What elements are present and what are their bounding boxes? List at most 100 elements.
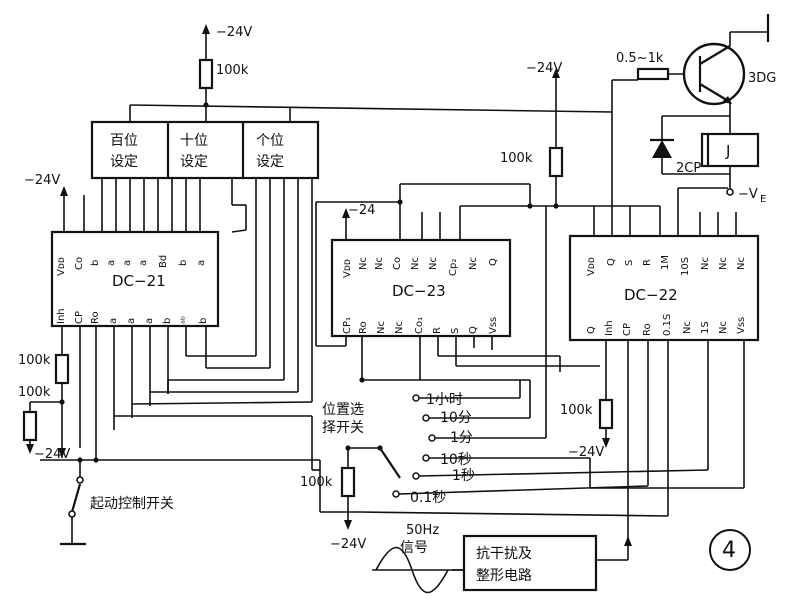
dc23-pin-bot-6: S <box>450 328 461 334</box>
supply-label-dc23: −24 <box>348 203 375 218</box>
dc21-pin-bot-2: Ro <box>90 311 101 324</box>
selector-opt-4: 1秒 <box>452 468 475 484</box>
dc22-pin-bot-7: Nc <box>718 321 729 334</box>
diode-label: 2CP <box>676 161 701 176</box>
dc23-pin-bot-4: Co₁ <box>414 317 425 334</box>
dc22-pin-top-0: Vᴅᴅ <box>586 257 597 276</box>
dc21-name: DC−21 <box>112 272 166 290</box>
dc21-pin-top-2: b <box>90 260 101 266</box>
dc21-pin-bot-5: a <box>144 318 155 324</box>
dc22-pin-top-6: Nc <box>700 257 711 270</box>
selector-opt-3: 10秒 <box>440 452 472 468</box>
dc23-pin-top-0: Vᴅᴅ <box>342 259 353 278</box>
relay-driver: 0.5~1k 3DG 2CP J −V E <box>616 14 776 205</box>
resistor-top-label: 100k <box>216 63 249 78</box>
transistor-label: 3DG <box>748 71 776 86</box>
dc22-pin-top-2: S <box>624 260 635 266</box>
selector-title-line1: 位置选 <box>322 402 364 418</box>
figure-number: 4 <box>709 529 751 571</box>
resistor-left-2 <box>22 410 38 442</box>
ve-sub: E <box>760 194 766 205</box>
mid-pulldown: 100k −24V <box>300 448 366 552</box>
dc21-pin-bot-8: b <box>198 318 209 324</box>
resistor-base-label: 0.5~1k <box>616 51 664 66</box>
hundreds-set-line1: 百位 <box>110 133 138 149</box>
dc22-pin-bot-5: Nc <box>682 321 693 334</box>
resistor-dc23-label: 100k <box>500 151 533 166</box>
dc21-pin-top-0: Vᴅᴅ <box>56 257 67 276</box>
dc21-pin-bot-6: b <box>162 318 173 324</box>
dc22-pin-top-3: R <box>642 259 653 266</box>
shaper-circuit <box>462 534 598 592</box>
resistor-left-1 <box>54 353 70 385</box>
start-switch-label: 起动控制开关 <box>90 496 174 512</box>
dc23-pin-top-3: Co <box>392 257 403 270</box>
dc21-pin-top-7: b <box>178 260 189 266</box>
shaper-line1: 抗干扰及 <box>476 546 532 562</box>
supply-label-bottom-mid: −24V <box>330 537 366 552</box>
digit-set-box: 百位 设定 十位 设定 个位 设定 <box>90 120 320 180</box>
resistor-dc22 <box>598 398 614 430</box>
dc23-pin-top-6: Cp₂ <box>448 259 459 276</box>
chip-dc22: −24V 100k DC−22 Vᴅᴅ Q S R 1M 10S Nc Nc N… <box>500 61 760 540</box>
dc22-pin-bot-0: Q <box>586 326 597 334</box>
resistor-top <box>198 58 214 90</box>
dc22-pin-top-7: Nc <box>718 257 729 270</box>
dc22-pin-top-1: Q <box>606 258 617 266</box>
ones-set-line1: 个位 <box>256 133 284 149</box>
dc22-pin-top-4: 1M <box>660 255 671 270</box>
resistor-base <box>636 67 670 81</box>
top-supply: −24V 100k <box>129 24 613 122</box>
dc21-pin-bot-0: Inh <box>56 308 67 324</box>
dc21-pin-bot-4: a <box>126 318 137 324</box>
dc21-pin-top-1: Co <box>74 257 85 270</box>
tens-set-line1: 十位 <box>180 133 208 149</box>
dc21-pin-top-4: a <box>122 260 133 266</box>
resistor-left-1-label: 100k <box>18 353 51 368</box>
dc23-pin-bot-7: Q <box>468 326 479 334</box>
ve-label: −V <box>738 187 758 202</box>
selector-switch: 位置选 择开关 1小时 10分 1分 10秒 1秒 0.1秒 <box>311 356 745 517</box>
dc22-name: DC−22 <box>624 286 678 304</box>
dc21-pin-top-5: a <box>138 260 149 266</box>
resistor-dc22-label: 100k <box>560 403 593 418</box>
dc23-pin-top-7: Nc <box>468 257 479 270</box>
dc21-pin-top-3: a <box>106 260 117 266</box>
resistor-left-2-label: 100k <box>18 385 51 400</box>
dc23-pin-bot-2: Nc <box>376 321 387 334</box>
dc23-pin-top-4: Nc <box>410 257 421 270</box>
dc23-pin-bot-3: Nc <box>394 321 405 334</box>
resistor-dc23 <box>548 146 564 178</box>
dc23-pin-top-2: Nc <box>374 257 385 270</box>
dc22-pin-top-5: 10S <box>680 257 691 276</box>
resistor-mid-label: 100k <box>300 475 333 490</box>
dc22-pin-bot-2: CP <box>622 323 633 336</box>
dc21-pin-bot-3: a <box>108 318 119 324</box>
dc23-pin-bot-0: CP₁ <box>342 317 353 334</box>
dc23-pin-top-8: Q <box>488 258 499 266</box>
dc21-pin-bot-7: ᵃᵇ <box>180 316 191 324</box>
dc21-pin-top-6: Bd <box>158 255 169 268</box>
signal-name: 信号 <box>400 540 428 556</box>
dc22-pin-bot-6: 1S <box>700 321 711 334</box>
dc22-pin-top-8: Nc <box>736 257 747 270</box>
supply-label-dc22: −24V <box>526 61 562 76</box>
dc23-pin-top-5: Nc <box>428 257 439 270</box>
dc21-pin-bot-1: CP <box>74 311 85 324</box>
supply-label-top: −24V <box>216 25 252 40</box>
dc23-pin-bot-8: Vss <box>488 317 499 334</box>
hundreds-set-line2: 设定 <box>110 154 138 170</box>
chip-dc23: −24 DC−23 Vᴅᴅ Nc Nc Co Nc Nc Cp₂ Nc Q CP… <box>315 183 660 383</box>
tens-set-line2: 设定 <box>180 154 208 170</box>
supply-label-dc21: −24V <box>24 173 60 188</box>
signal-input: 50Hz 信号 抗干扰及 整形电路 <box>372 523 632 594</box>
set-box-bus <box>101 178 313 402</box>
left-input-network: 100k 100k −24V 起动控制开关 <box>18 340 320 546</box>
dc23-pin-top-1: Nc <box>358 257 369 270</box>
chip-dc21: −24V DC−21 Vᴅᴅ Co b a a a Bd b a Inh CP … <box>24 173 313 460</box>
figure-number-text: 4 <box>722 538 736 563</box>
supply-label-dc22-res: −24V <box>568 445 604 460</box>
dc22-pin-bot-8: Vss <box>736 317 747 334</box>
dc22-pin-bot-3: Ro <box>642 323 653 336</box>
